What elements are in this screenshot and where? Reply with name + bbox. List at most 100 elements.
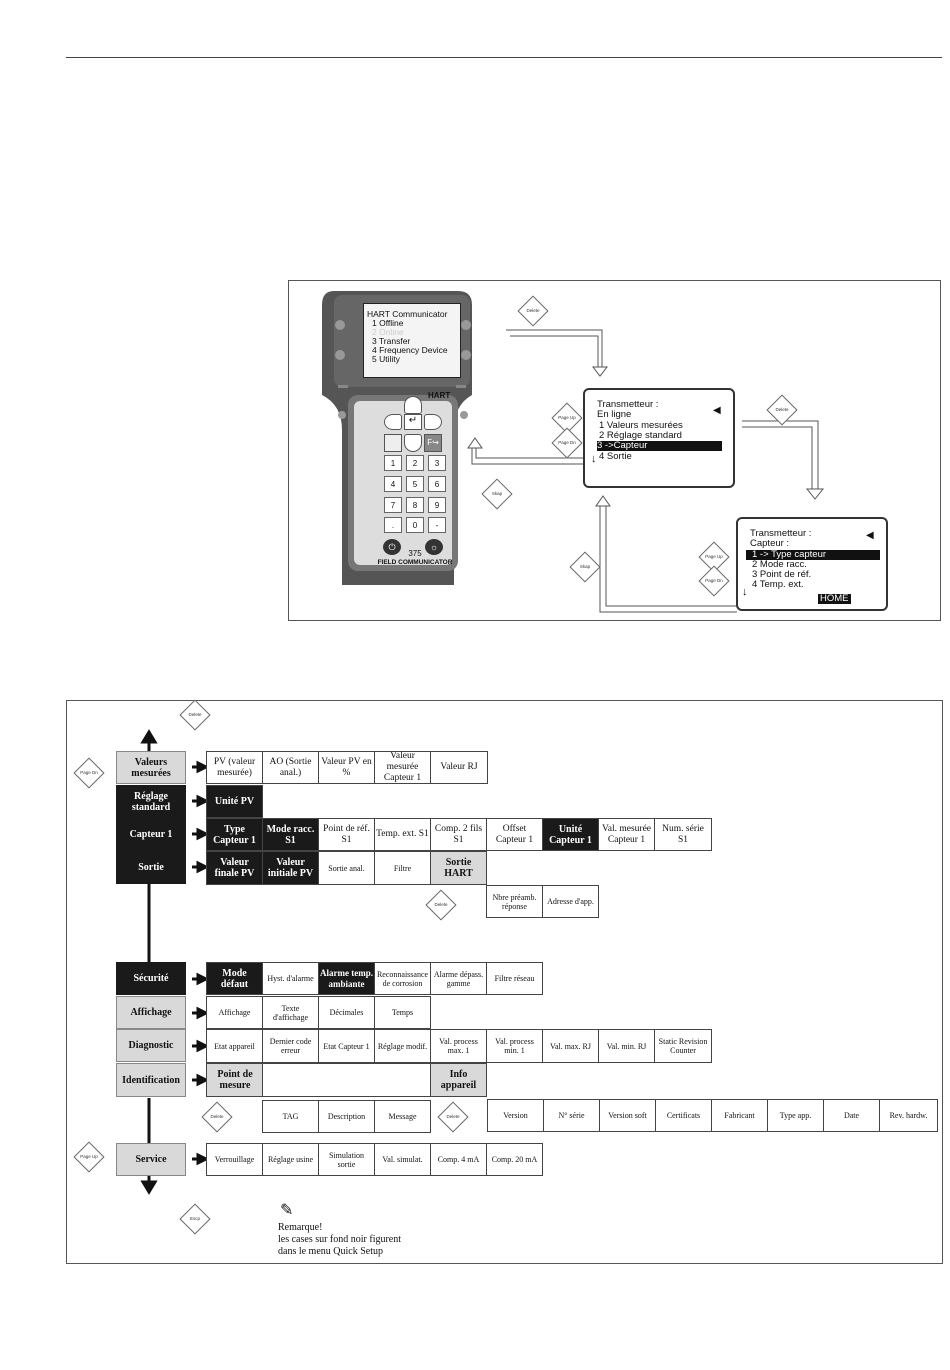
digit-key[interactable]: 2 bbox=[406, 455, 424, 471]
menu-cell[interactable]: Valeur mesurée Capteur 1 bbox=[374, 751, 431, 784]
lcd-line: Transmetteur : bbox=[750, 528, 812, 539]
grid-key[interactable] bbox=[384, 434, 402, 452]
back-arrow-icon: ◀ bbox=[713, 405, 721, 416]
power-key[interactable]: ⏻ bbox=[383, 539, 401, 555]
menu-cell[interactable]: Offset Capteur 1 bbox=[486, 818, 543, 851]
enter-key[interactable]: ↵ bbox=[404, 414, 422, 430]
menu-cell[interactable]: Comp. 20 mA bbox=[486, 1143, 543, 1176]
menu-cell[interactable]: Unité PV bbox=[206, 785, 263, 818]
menu-cell[interactable]: Point de réf. S1 bbox=[318, 818, 375, 851]
category-affichage[interactable]: Affichage bbox=[116, 996, 186, 1029]
menu-cell[interactable]: Valeur RJ bbox=[430, 751, 488, 784]
menu-cell[interactable]: Alarme temp. ambiante bbox=[318, 962, 375, 995]
menu-cell[interactable]: TAG bbox=[262, 1100, 319, 1133]
delete-key-label: Delete bbox=[210, 1114, 224, 1119]
select-key[interactable] bbox=[424, 414, 442, 430]
menu-cell[interactable]: Affichage bbox=[206, 996, 263, 1029]
menu-cell[interactable]: Type Capteur 1 bbox=[206, 818, 263, 851]
menu-cell[interactable]: Comp. 4 mA bbox=[430, 1143, 487, 1176]
fn-key[interactable]: F↪ bbox=[424, 434, 442, 452]
digit-key[interactable]: 3 bbox=[428, 455, 446, 471]
digit-key[interactable]: 5 bbox=[406, 476, 424, 492]
menu-cell[interactable]: Temp. ext. S1 bbox=[374, 818, 431, 851]
navigation-flow-arrows bbox=[467, 329, 825, 613]
category-sortie[interactable]: Sortie bbox=[116, 851, 186, 884]
device-label: FIELD COMMUNICATOR bbox=[377, 559, 453, 566]
category-service[interactable]: Service bbox=[116, 1143, 186, 1176]
digit-key[interactable]: 6 bbox=[428, 476, 446, 492]
menu-cell[interactable]: Hyst. d'alarme bbox=[262, 962, 319, 995]
menu-cell[interactable]: Filtre bbox=[374, 851, 431, 885]
digit-key[interactable]: 7 bbox=[384, 497, 402, 513]
menu-cell[interactable]: Mode défaut bbox=[206, 962, 263, 995]
menu-cell[interactable]: Val. mesurée Capteur 1 bbox=[598, 818, 655, 851]
menu-cell[interactable]: Etat Capteur 1 bbox=[318, 1029, 375, 1063]
category-securite[interactable]: Sécurité bbox=[116, 962, 186, 995]
tab-key[interactable] bbox=[384, 414, 402, 430]
menu-cell[interactable]: Etat appareil bbox=[206, 1029, 263, 1063]
digit-key[interactable]: 1 bbox=[384, 455, 402, 471]
menu-cell[interactable]: Val. min. RJ bbox=[598, 1029, 655, 1063]
menu-cell[interactable]: Temps bbox=[374, 996, 431, 1029]
menu-cell[interactable]: Static Revision Counter bbox=[654, 1029, 712, 1063]
page-dn-key-label: Page Dn bbox=[558, 440, 576, 445]
menu-cell[interactable]: Val. process max. 1 bbox=[430, 1029, 487, 1063]
menu-cell[interactable]: Adresse d'app. bbox=[542, 885, 599, 918]
menu-cell[interactable]: Sortie anal. bbox=[318, 851, 375, 885]
menu-cell[interactable]: Simulation sortie bbox=[318, 1143, 375, 1176]
menu-cell[interactable]: Mode racc. S1 bbox=[262, 818, 319, 851]
menu-cell[interactable]: Val. max. RJ bbox=[542, 1029, 599, 1063]
menu-cell[interactable]: Unité Capteur 1 bbox=[542, 818, 599, 851]
page-up-key-label: Page Up bbox=[80, 1154, 98, 1159]
menu-cell[interactable]: Version bbox=[487, 1099, 544, 1132]
lcd-line: 4 Temp. ext. bbox=[752, 579, 804, 590]
category-valeurs-mesurees[interactable]: Valeurs mesurées bbox=[116, 751, 186, 784]
category-identification[interactable]: Identification bbox=[116, 1063, 186, 1097]
menu-cell[interactable]: AO (Sortie anal.) bbox=[262, 751, 319, 784]
menu-cell[interactable]: Valeur finale PV bbox=[206, 851, 263, 885]
menu-cell[interactable]: PV (valeur mesurée) bbox=[206, 751, 263, 784]
menu-cell[interactable]: Réglage usine bbox=[262, 1143, 319, 1176]
menu-cell[interactable]: Val. simulat. bbox=[374, 1143, 431, 1176]
digit-key[interactable]: - bbox=[428, 517, 446, 533]
skap-key-label: Skap bbox=[491, 491, 503, 496]
menu-cell[interactable]: Certificats bbox=[655, 1099, 712, 1132]
up-key[interactable] bbox=[404, 396, 422, 414]
menu-cell[interactable]: Alarme dépass. gamme bbox=[430, 962, 487, 995]
digit-key[interactable]: 9 bbox=[428, 497, 446, 513]
digit-key[interactable]: 8 bbox=[406, 497, 424, 513]
menu-cell[interactable]: Sortie HART bbox=[430, 851, 487, 885]
menu-cell[interactable]: Val. process min. 1 bbox=[486, 1029, 543, 1063]
menu-cell[interactable]: Valeur PV en % bbox=[318, 751, 375, 784]
digit-key[interactable]: 4 bbox=[384, 476, 402, 492]
menu-cell[interactable]: Comp. 2 fils S1 bbox=[430, 818, 487, 851]
menu-cell[interactable]: Nbre préamb. réponse bbox=[486, 885, 543, 918]
category-reglage-standard[interactable]: Réglage standard bbox=[116, 785, 186, 818]
menu-cell[interactable]: Dernier code erreur bbox=[262, 1029, 319, 1063]
menu-cell[interactable]: Message bbox=[374, 1100, 431, 1133]
menu-cell[interactable]: Fabricant bbox=[711, 1099, 768, 1132]
menu-cell[interactable]: Rev. hardw. bbox=[879, 1099, 938, 1132]
menu-cell[interactable]: Version soft bbox=[599, 1099, 656, 1132]
category-capteur-1[interactable]: Capteur 1 bbox=[116, 818, 186, 851]
menu-cell[interactable]: Type app. bbox=[767, 1099, 824, 1132]
menu-cell[interactable]: Point de mesure bbox=[206, 1063, 263, 1097]
menu-cell[interactable]: Description bbox=[318, 1100, 375, 1133]
menu-cell[interactable]: Num. série S1 bbox=[654, 818, 712, 851]
digit-key[interactable]: . bbox=[384, 517, 402, 533]
menu-cell[interactable]: Décimales bbox=[318, 996, 375, 1029]
light-key[interactable]: ☼ bbox=[425, 539, 443, 555]
category-diagnostic[interactable]: Diagnostic bbox=[116, 1029, 186, 1062]
page-dn-key-label: Page Dn bbox=[705, 578, 723, 583]
menu-cell[interactable]: Réglage modif. bbox=[374, 1029, 431, 1063]
menu-cell[interactable]: Filtre réseau bbox=[486, 962, 543, 995]
menu-cell[interactable]: Date bbox=[823, 1099, 880, 1132]
menu-cell[interactable]: N° série bbox=[543, 1099, 600, 1132]
menu-cell[interactable]: Info appareil bbox=[430, 1063, 487, 1097]
digit-key[interactable]: 0 bbox=[406, 517, 424, 533]
down-key[interactable] bbox=[404, 434, 422, 452]
menu-cell[interactable]: Reconnaissance de corrosion bbox=[374, 962, 431, 995]
menu-cell[interactable]: Verrouillage bbox=[206, 1143, 263, 1176]
menu-cell[interactable]: Texte d'affichage bbox=[262, 996, 319, 1029]
menu-cell[interactable]: Valeur initiale PV bbox=[262, 851, 319, 885]
